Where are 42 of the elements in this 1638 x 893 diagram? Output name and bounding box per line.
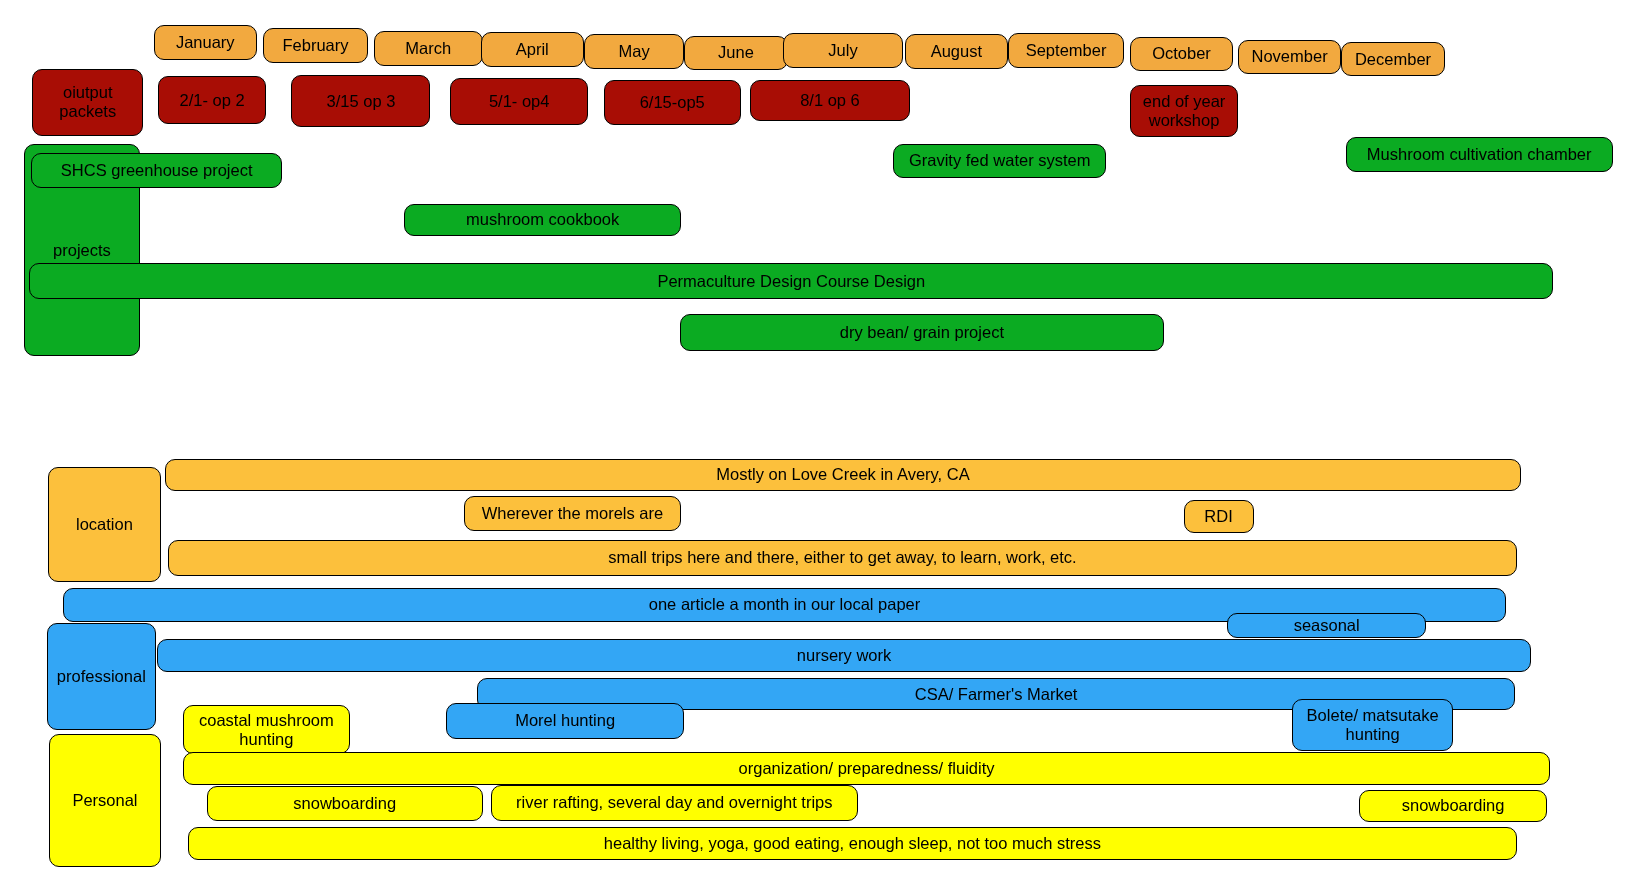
task-bar: nursery work <box>156 639 1532 672</box>
task-bar: SHCS greenhouse project <box>31 152 283 189</box>
task-bar: RDI <box>1183 500 1254 533</box>
category-box: location <box>48 466 161 582</box>
task-bar: Morel hunting <box>446 703 685 739</box>
milestone-box: 2/1- op 2 <box>157 76 267 125</box>
task-bar: Permaculture Design Course Design <box>29 263 1554 299</box>
task-bar: seasonal <box>1227 613 1426 639</box>
task-bar: mushroom cookbook <box>404 203 682 237</box>
milestone-box: 6/15-op5 <box>603 80 741 126</box>
month-label: May <box>583 34 685 69</box>
task-bar: Gravity fed water system <box>893 144 1107 178</box>
month-label: November <box>1237 39 1342 75</box>
category-box: oiutput packets <box>32 68 144 136</box>
month-label: June <box>684 35 788 70</box>
month-label: January <box>153 25 257 60</box>
month-label: March <box>373 31 483 66</box>
task-bar: small trips here and there, either to get away, to learn, work, etc. <box>168 540 1517 576</box>
category-box: professional <box>47 622 156 731</box>
task-bar: dry bean/ grain project <box>680 314 1164 351</box>
month-label: August <box>904 34 1009 69</box>
task-bar: Mushroom cultivation chamber <box>1345 136 1613 173</box>
month-label: July <box>783 33 903 68</box>
month-label: December <box>1341 41 1445 77</box>
milestone-box: 8/1 op 6 <box>750 80 910 122</box>
month-label: February <box>263 28 368 63</box>
task-bar: healthy living, yoga, good eating, enough sleep, not too much stress <box>188 827 1517 860</box>
task-bar: snowboarding <box>206 785 483 822</box>
milestone-box: 3/15 op 3 <box>291 75 431 128</box>
category-box: Personal <box>49 734 161 868</box>
task-bar: Bolete/ matsutake hunting <box>1292 698 1454 752</box>
month-label: September <box>1008 33 1125 68</box>
milestone-box: 5/1- op4 <box>450 78 589 126</box>
month-label: October <box>1130 36 1233 72</box>
task-bar: snowboarding <box>1359 789 1548 823</box>
milestone-box: end of year workshop <box>1130 84 1238 137</box>
task-bar: river rafting, several day and overnight trips <box>490 784 858 822</box>
task-bar: organization/ preparedness/ fluidity <box>182 752 1551 785</box>
task-bar: coastal mushroom hunting <box>182 705 350 755</box>
month-label: April <box>480 32 584 67</box>
task-bar: Wherever the morels are <box>463 496 682 531</box>
task-bar: Mostly on Love Creek in Avery, CA <box>165 458 1521 491</box>
